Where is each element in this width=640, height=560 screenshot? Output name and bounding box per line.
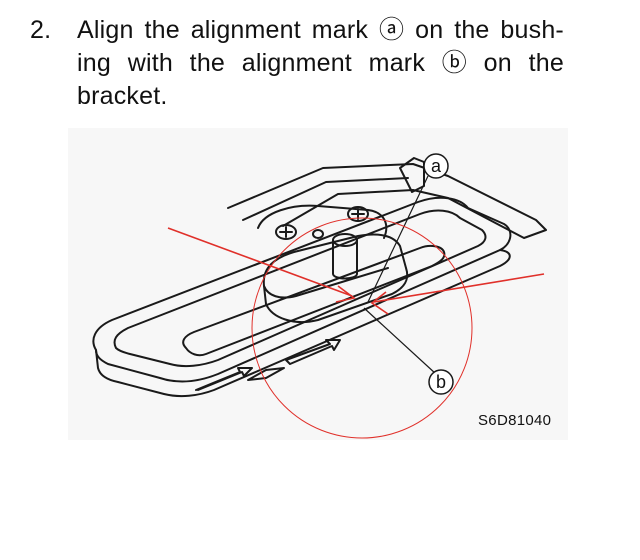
guide-arrow-right: [285, 339, 341, 365]
red-highlight-circle: [251, 217, 473, 439]
guide-diamond: [247, 367, 285, 381]
bracket-illustration: a b S6D81040: [68, 128, 568, 440]
word: the: [144, 16, 180, 44]
bracket-tray-outline: [92, 196, 512, 383]
screw-right: [347, 206, 369, 222]
bracket-slot: [182, 244, 446, 357]
word: ing: [77, 49, 111, 77]
screw-left: [275, 224, 297, 240]
callout-b: b: [428, 369, 454, 395]
bracket-tab: [399, 157, 425, 193]
step-text-line-3: bracket.: [77, 82, 168, 110]
rear-bracket-frame: [227, 163, 547, 239]
bushing-post: [332, 239, 358, 280]
red-arrow-right: [373, 273, 545, 303]
word: Align: [77, 16, 134, 44]
callout-a: a: [423, 153, 449, 179]
bushing-body: [262, 233, 409, 323]
bracket-inner-rim: [113, 209, 487, 368]
mark-b-symbol: ⓑ: [441, 49, 467, 77]
word: mark: [368, 49, 426, 77]
step-text-line-1: Align the alignment mark ⓐ on the bush-: [77, 14, 564, 47]
bushing-top-edge: [263, 267, 389, 299]
guide-arrow-left: [195, 367, 253, 391]
step-number: 2.: [30, 16, 52, 44]
word: alignment: [190, 16, 301, 44]
word: mark: [311, 16, 369, 44]
rear-housing: [257, 204, 388, 239]
bracket-tray-thickness: [95, 249, 511, 398]
housing-hole: [312, 229, 324, 239]
word: the: [189, 49, 226, 77]
word: on: [483, 49, 512, 77]
word: the: [454, 16, 490, 44]
word: bush-: [500, 16, 564, 44]
leader-line-a: [367, 175, 429, 303]
leader-line-b: [363, 307, 437, 375]
red-arrow-left: [167, 227, 353, 297]
word: the: [528, 49, 564, 77]
mark-a-symbol: ⓐ: [379, 16, 405, 44]
callout-b-label: b: [436, 372, 446, 392]
red-arrow-right-head: [370, 291, 389, 315]
word: on: [415, 16, 444, 44]
step-text: Align the alignment mark ⓐ on the bush- …: [77, 14, 597, 113]
word: with: [127, 49, 173, 77]
figure-code: S6D81040: [478, 412, 552, 429]
bracket-drawing: a b: [92, 153, 547, 439]
rear-bracket-frame-edge: [242, 177, 409, 221]
step-text-line-2: ing with the alignment mark ⓑ on the: [77, 47, 564, 80]
red-arrow-left-head: [335, 285, 356, 303]
word: alignment: [241, 49, 352, 77]
callout-a-label: a: [431, 156, 442, 176]
